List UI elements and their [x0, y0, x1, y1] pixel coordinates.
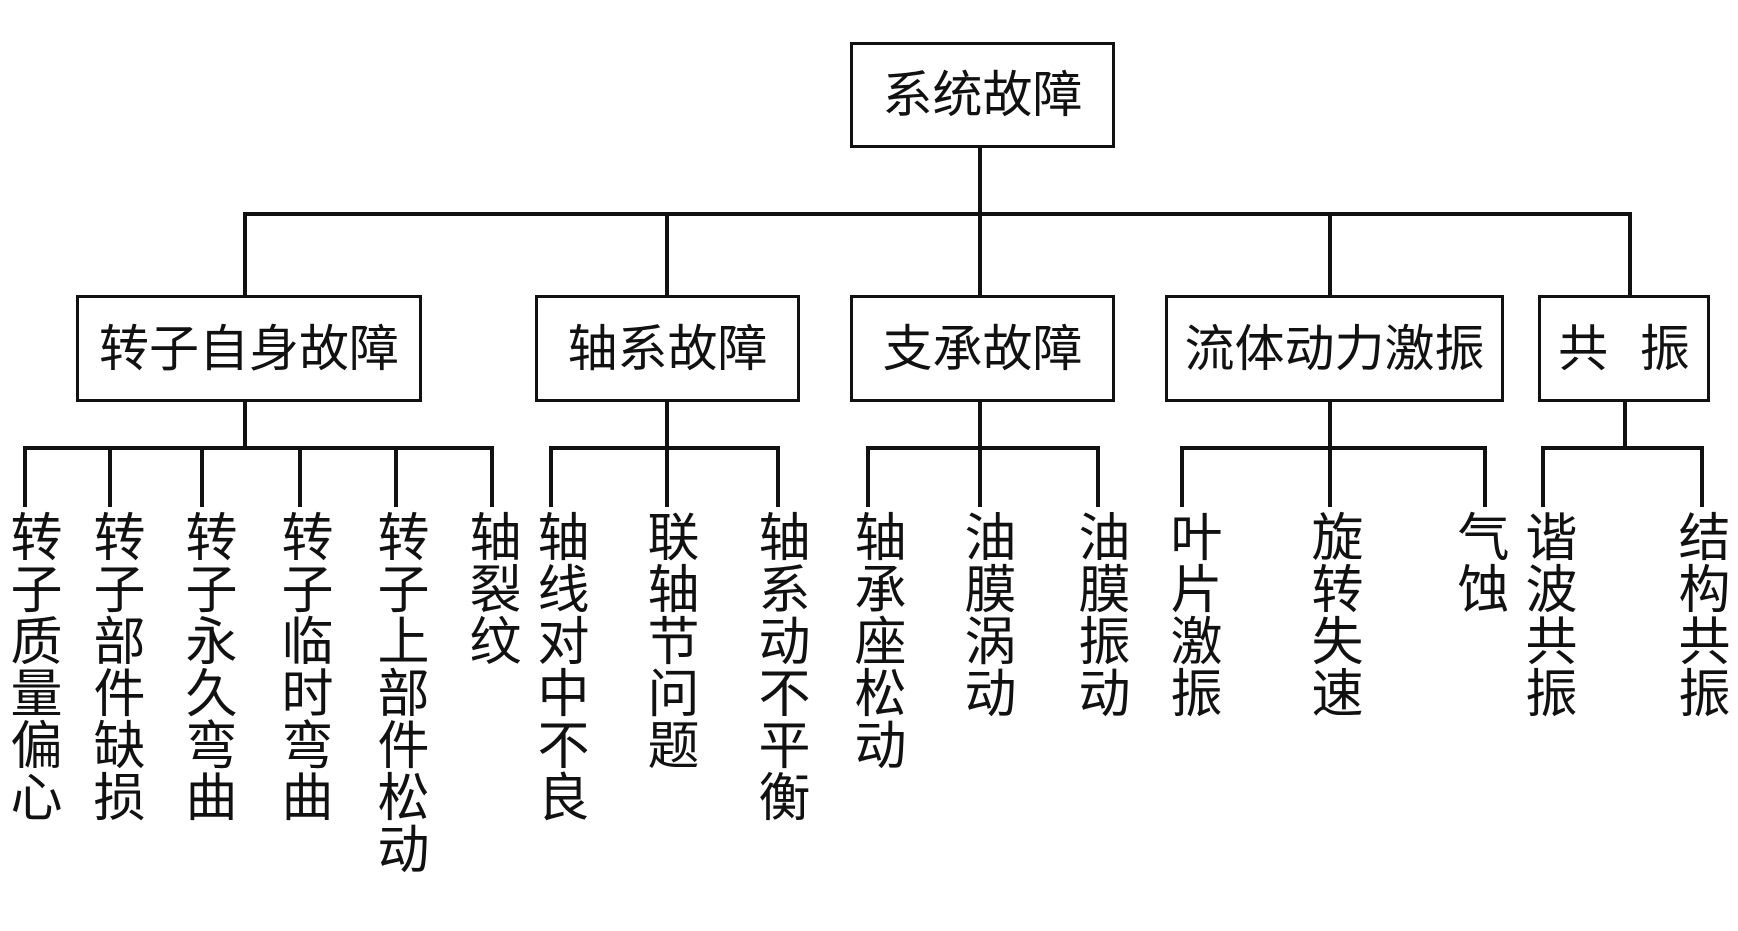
category-rotor: 转子自身故障	[76, 295, 422, 402]
category-support: 支承故障	[850, 295, 1115, 402]
category-fluid: 流体动力激振	[1165, 295, 1504, 402]
leaf-rotor-permanent-bend: 转子永久弯曲	[176, 510, 236, 822]
category-resonance: 共 振	[1538, 295, 1710, 402]
leaf-bearing-seat-loose: 轴承座松动	[845, 510, 905, 770]
leaf-rotor-temporary-bend: 转子临时弯曲	[272, 510, 332, 822]
leaf-harmonic-resonance: 谐波共振	[1516, 510, 1576, 718]
leaf-rotating-stall: 旋转失速	[1302, 510, 1362, 718]
leaf-shaft-crack: 轴裂纹	[460, 510, 520, 666]
leaf-rotor-part-defect: 转子部件缺损	[84, 510, 144, 822]
leaf-rotor-mass-eccentricity: 转子质量偏心	[1, 510, 61, 822]
leaf-structural-resonance: 结构共振	[1669, 510, 1729, 718]
leaf-shaft-dynamic-imbalance: 轴系动不平衡	[749, 510, 809, 822]
leaf-oil-whirl: 油膜涡动	[955, 510, 1015, 718]
leaf-blade-excitation: 叶片激振	[1161, 510, 1221, 718]
leaf-shaft-misalignment: 轴线对中不良	[528, 510, 588, 822]
category-shaft: 轴系故障	[535, 295, 800, 402]
leaf-rotor-part-loose: 转子上部件松动	[368, 510, 428, 874]
leaf-cavitation: 气蚀	[1448, 510, 1508, 614]
root-node: 系统故障	[850, 42, 1115, 148]
leaf-oil-whip: 油膜振动	[1069, 510, 1129, 718]
leaf-coupling-problem: 联轴节问题	[638, 510, 698, 770]
